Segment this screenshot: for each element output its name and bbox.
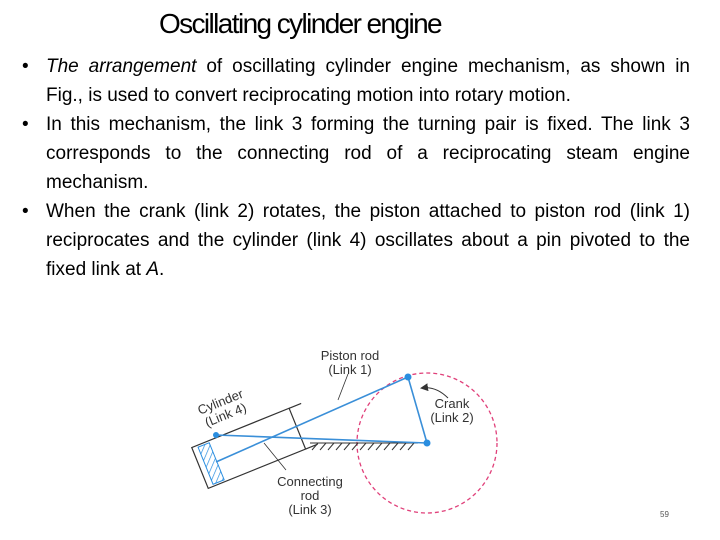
ground-hatching [311, 442, 415, 451]
bullet-text: When the crank (link 2) rotates, the pis… [46, 201, 690, 280]
label-rod: rod [301, 488, 320, 503]
joint-crank-pin [404, 373, 412, 381]
slide-title: Oscillating cylinder engine [158, 8, 443, 39]
oscillating-cylinder-diagram: Piston rod (Link 1) Cylinder (Link 4) Cr… [190, 348, 498, 517]
connecting-rod-link-3 [215, 434, 428, 444]
bullet-item-3: • When the crank (link 2) rotates, the p… [18, 197, 690, 284]
label-crank: Crank [435, 396, 470, 411]
bullet-tail-italic: A [146, 259, 160, 280]
piston-rod-link-1 [215, 376, 409, 463]
crank-link-2 [407, 376, 428, 444]
label-piston-rod: Piston rod [321, 348, 380, 363]
bullet-dot: • [22, 201, 29, 222]
bullet-dot: • [22, 114, 29, 135]
page-number: 59 [660, 510, 669, 519]
joint-crank-center [423, 439, 431, 447]
leader-connecting-rod [263, 442, 287, 471]
label-cylinder-group: Cylinder (Link 4) [195, 386, 248, 430]
bullet-text: In this mechanism, the link 3 forming th… [46, 114, 690, 193]
label-crank-link: (Link 2) [430, 410, 473, 425]
bullet-tail: . [159, 259, 165, 280]
label-piston-rod-link: (Link 1) [328, 362, 371, 377]
crank-rotation-arrow [420, 383, 449, 399]
joint-pivot-a [213, 432, 219, 438]
bullet-lead-italic: The arrangement [46, 56, 197, 77]
label-connecting: Connecting [277, 474, 343, 489]
bullet-list: • The arrangement of oscillating cylinde… [18, 52, 690, 284]
label-connecting-link: (Link 3) [288, 502, 331, 517]
bullet-dot: • [22, 56, 29, 77]
leader-piston-rod [337, 373, 349, 401]
bullet-text: of oscillating cylinder engine mechanism… [46, 56, 691, 106]
bullet-item-2: • In this mechanism, the link 3 forming … [18, 110, 690, 197]
bullet-item-1: • The arrangement of oscillating cylinde… [18, 52, 690, 110]
